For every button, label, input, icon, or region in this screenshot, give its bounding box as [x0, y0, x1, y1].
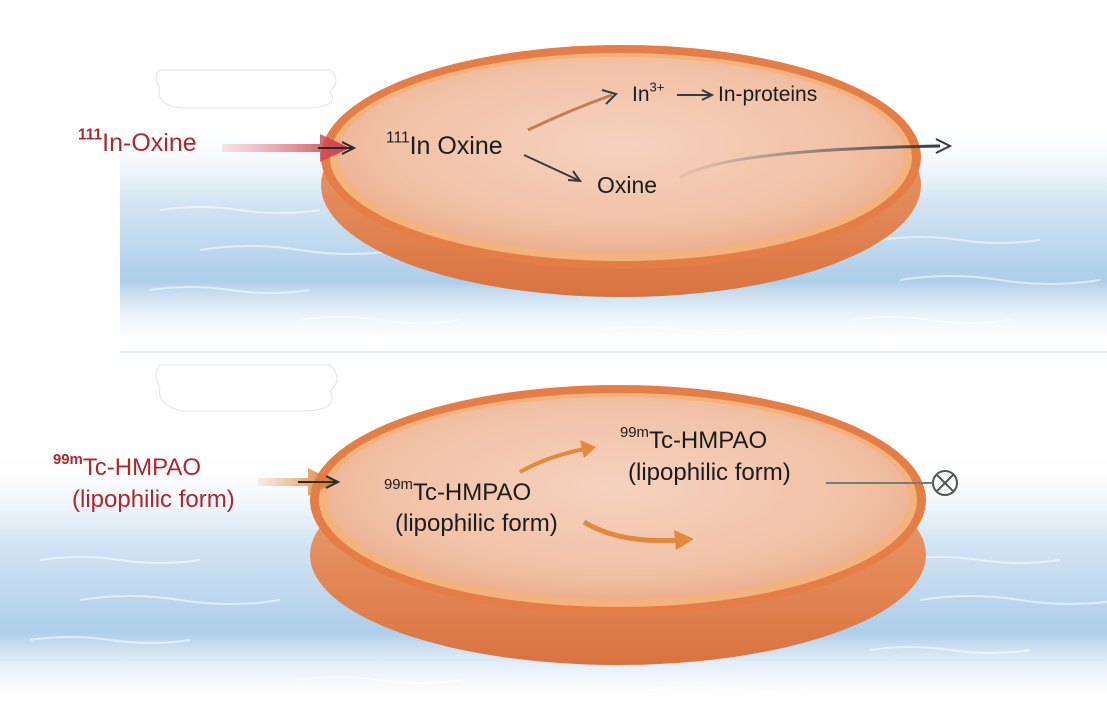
bottom-cell-label-text: Tc-HMPAO [412, 479, 532, 506]
water-ripples-top [149, 206, 1101, 334]
bottom-external-label-text: Tc-HMPAO [82, 454, 201, 481]
cell-bottom [310, 385, 926, 665]
arrowhead-upper-hmpao [580, 440, 596, 458]
arrow-to-oxine [523, 154, 579, 181]
cell-top [321, 45, 921, 297]
bottom-cell-sublabel: (lipophilic form) [395, 510, 558, 537]
entry-arrow-bottom [258, 468, 336, 496]
arrowhead-in-ion [601, 89, 618, 105]
upper-hmpao-label-sup: 99m [620, 424, 649, 441]
entry-arrowhead-top [341, 141, 357, 155]
top-cell-label-text: In Oxine [409, 132, 503, 160]
cell-interior-top [338, 57, 904, 253]
upper-hmpao-label-text: Tc-HMPAO [648, 427, 768, 454]
arrow-to-interior [582, 519, 681, 544]
bottom-cell-label: 99mTc-HMPAO [384, 477, 532, 506]
bottom-panel [0, 364, 1107, 710]
top-external-label: 111In-Oxine [78, 127, 197, 157]
cloud-shape-bottom [155, 364, 338, 412]
blocked-circle-x-icon [932, 470, 958, 496]
top-cell-label-sup: 111 [386, 129, 410, 147]
arrow-to-in-ion [527, 93, 613, 132]
cell-interior-bottom [327, 397, 909, 599]
bottom-external-label-sup: 99m [53, 451, 83, 468]
in-ion-label: In3+ [632, 80, 664, 106]
arrowhead-in-proteins [701, 89, 715, 101]
top-external-label-sup: 111 [78, 126, 103, 144]
top-panel [120, 45, 1107, 350]
cloud-shape-top [155, 69, 337, 109]
upper-hmpao-label: 99mTc-HMPAO [620, 425, 768, 454]
exit-arrowhead-top [935, 138, 953, 154]
bottom-external-label: 99mTc-HMPAO [53, 452, 201, 481]
in-proteins-label: In-proteins [718, 83, 818, 106]
arrowhead-interior [674, 530, 694, 550]
top-external-label-text: In-Oxine [102, 129, 197, 157]
bottom-cell-label-sup: 99m [384, 476, 413, 493]
oxine-label: Oxine [597, 172, 658, 198]
exit-arrow-top [679, 144, 941, 180]
entry-arrow-top [222, 134, 350, 162]
in-ion-text: In [632, 83, 650, 106]
bottom-external-sublabel: (lipophilic form) [72, 486, 235, 513]
entry-arrowhead-bottom [325, 475, 341, 489]
in-ion-charge: 3+ [649, 79, 665, 95]
upper-hmpao-sublabel: (lipophilic form) [628, 459, 791, 486]
top-cell-label: 111In Oxine [386, 130, 503, 160]
arrowhead-oxine [567, 170, 583, 183]
